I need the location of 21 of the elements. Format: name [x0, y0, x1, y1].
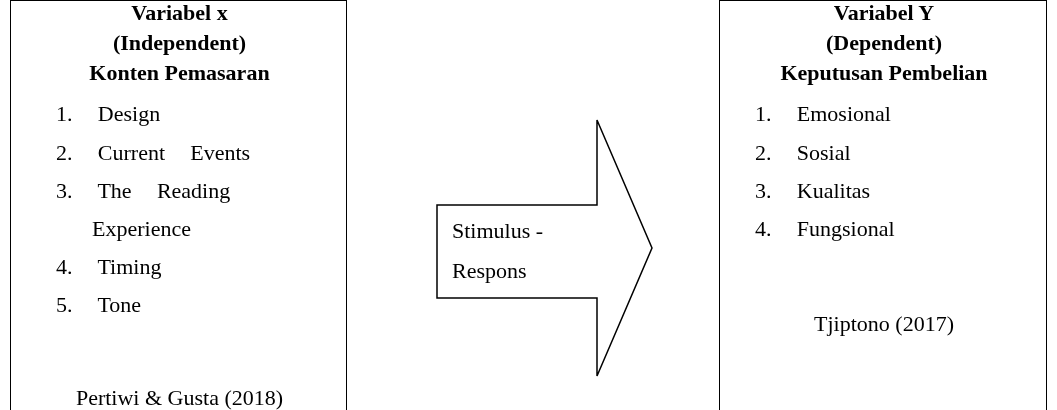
box-heading: Keputusan Pembelian	[779, 59, 989, 87]
variable-box	[719, 0, 1047, 410]
box-heading: (Independent)	[111, 29, 248, 57]
box-heading: (Dependent)	[824, 29, 944, 57]
variable-box	[10, 0, 347, 410]
list-item: 5. Tone	[56, 291, 143, 319]
citation-text: Pertiwi & Gusta (2018)	[74, 384, 285, 410]
box-heading: Variabel x	[130, 0, 229, 27]
box-heading: Variabel Y	[832, 0, 936, 27]
list-item: 1. Emosional	[755, 100, 892, 128]
box-heading: Konten Pemasaran	[88, 59, 271, 87]
block-arrow	[436, 118, 654, 378]
list-item: 1. Design	[56, 100, 162, 128]
list-item: 2. Current Events	[56, 139, 252, 167]
list-item: 4. Fungsional	[755, 215, 896, 243]
list-item: 2. Sosial	[755, 139, 852, 167]
list-item: 4. Timing	[56, 253, 163, 281]
list-item: 3. Kualitas	[755, 177, 872, 205]
citation-text: Tjiptono (2017)	[813, 310, 955, 338]
list-item: 3. The Reading Experience	[56, 177, 232, 243]
arrow-label: Stimulus - Respons	[452, 217, 545, 285]
